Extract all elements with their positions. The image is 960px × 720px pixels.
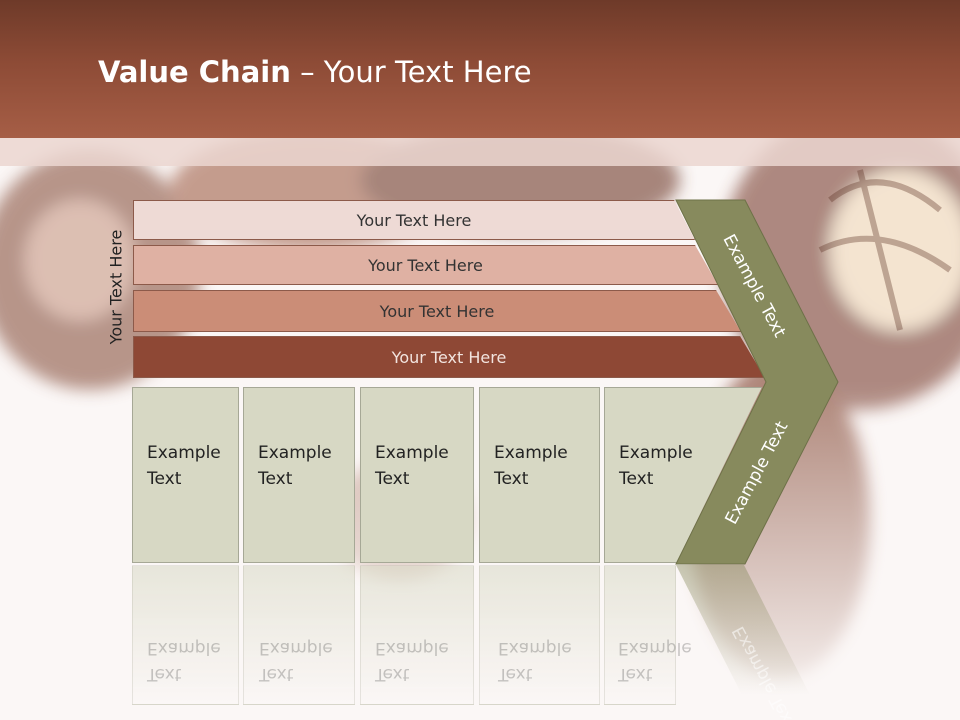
box-line-1: Example xyxy=(619,443,693,463)
chevron-reflection: Example Text xyxy=(676,565,810,720)
box-reflection xyxy=(604,565,676,705)
box-line-2: Text xyxy=(375,469,410,489)
box-line-2: Text xyxy=(619,469,654,489)
box-line-2: Text xyxy=(258,469,293,489)
header-strip xyxy=(0,138,960,166)
box-line-1: Example xyxy=(375,443,449,463)
box-reflection xyxy=(243,565,355,705)
box-reflection xyxy=(479,565,600,705)
box-line-2: Text xyxy=(147,469,182,489)
band-label: Your Text Here xyxy=(368,255,483,275)
activity-box-5: Example Text xyxy=(604,387,762,563)
header-bar xyxy=(0,0,960,138)
activity-box-2: Example Text xyxy=(243,387,355,563)
activity-box-1: Example Text xyxy=(132,387,239,563)
box-line-1: Example xyxy=(147,443,221,463)
support-band-2: Your Text Here xyxy=(133,245,718,285)
primary-activities: Example Text Example Text Example Text E… xyxy=(132,387,762,565)
page-title: Value Chain – Your Text Here xyxy=(98,55,532,89)
box-line-1: Example xyxy=(494,443,568,463)
box-reflection xyxy=(132,565,239,705)
box-line-1: Example xyxy=(258,443,332,463)
title-rest: – Your Text Here xyxy=(290,55,532,89)
support-band-1: Your Text Here xyxy=(133,200,695,240)
band-label: Your Text Here xyxy=(379,301,495,321)
side-label: Your Text Here xyxy=(106,229,126,345)
box-line-2: Text xyxy=(494,469,529,489)
band-label: Your Text Here xyxy=(356,210,472,230)
activity-box-4: Example Text xyxy=(479,387,600,563)
band-label: Your Text Here xyxy=(391,347,507,367)
activity-box-3: Example Text xyxy=(360,387,474,563)
box-reflection xyxy=(360,565,474,705)
support-band-3: Your Text Here xyxy=(133,290,741,332)
title-bold: Value Chain xyxy=(98,55,291,89)
support-band-4: Your Text Here xyxy=(133,336,765,378)
